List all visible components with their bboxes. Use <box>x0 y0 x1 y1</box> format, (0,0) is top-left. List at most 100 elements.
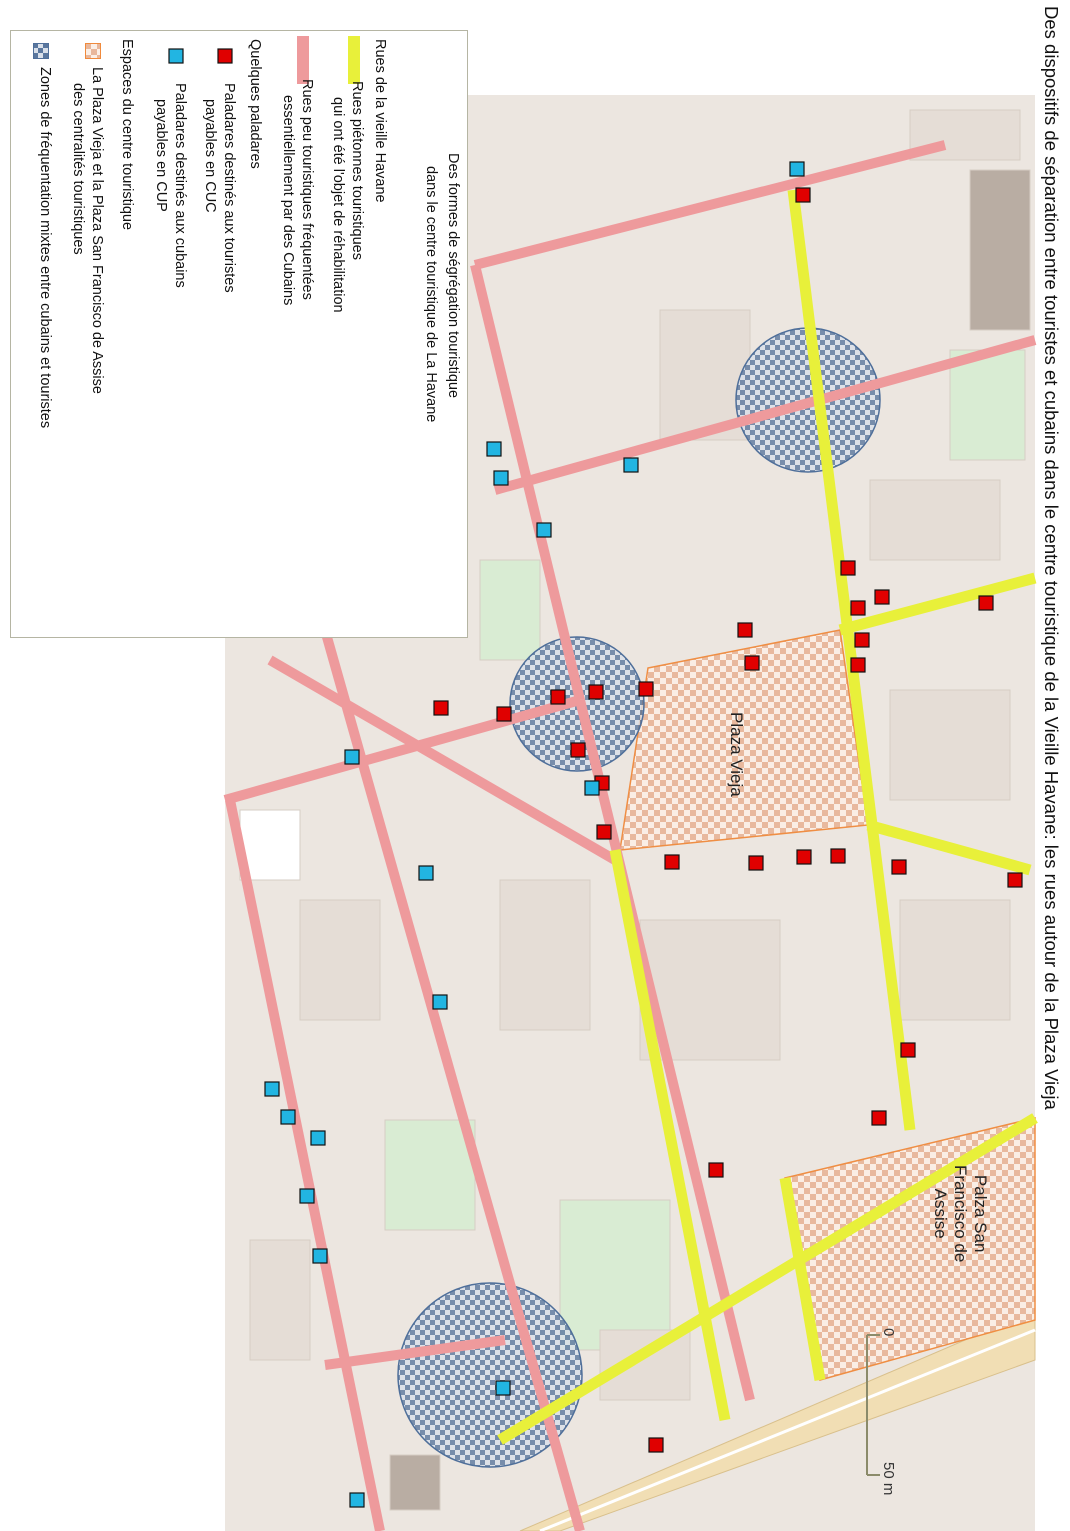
paladar-cup-marker-2 <box>493 470 509 486</box>
block <box>599 1329 691 1401</box>
paladar-cup-marker-1 <box>486 441 502 457</box>
paladar-cuc-marker-6 <box>850 657 866 673</box>
building-blocks <box>239 109 1031 1511</box>
paladar-cuc-marker-20 <box>830 848 846 864</box>
paladar-cuc-marker-14 <box>570 742 586 758</box>
paladar-cup-marker-12 <box>299 1188 315 1204</box>
legend-pedestrian-line-2: qui ont été l'objet de réhabilitation <box>330 97 346 313</box>
legend-cup-line-1: Paladares destinés aux cubains <box>172 83 188 288</box>
cuban-street-2 <box>493 335 1037 495</box>
paladar-cuc-marker-17 <box>664 854 680 870</box>
paladar-cup-marker-0 <box>789 161 805 177</box>
block <box>499 879 591 1031</box>
scale-start-label: 0 <box>880 1328 897 1337</box>
paladar-cuc-marker-25 <box>708 1162 724 1178</box>
paladar-cuc-marker-23 <box>900 1042 916 1058</box>
paladar-cup-marker-10 <box>280 1109 296 1125</box>
cuban-street-0 <box>473 140 947 270</box>
legend-cuban-street-line-2: essentiellement par des Cubains <box>280 95 296 306</box>
legend-cuban-street-swatch <box>297 36 309 84</box>
paladar-cup-marker-3 <box>623 457 639 473</box>
paladar-cup-marker-6 <box>584 780 600 796</box>
parking-block <box>239 809 301 881</box>
legend-mixed-icon <box>33 43 49 59</box>
paladar-cup-marker-11 <box>310 1130 326 1146</box>
block <box>249 1239 311 1361</box>
cuban-street-8 <box>324 1335 506 1370</box>
scale-end-label: 50 m <box>880 1462 897 1496</box>
paladar-cup-marker-8 <box>432 994 448 1010</box>
legend-cuc-line-2: payables en CUC <box>202 99 218 213</box>
park-block <box>384 1119 476 1231</box>
paladar-cuc-marker-21 <box>891 859 907 875</box>
legend-cup-icon <box>168 48 184 64</box>
legend-pedestrian-line-1: Rues piétonnes touristiques <box>349 81 365 260</box>
cathedral-block <box>969 169 1031 331</box>
paladar-cuc-marker-13 <box>433 700 449 716</box>
plaza-vieja-label: Plaza Vieja <box>727 712 746 797</box>
legend-plaza-icon <box>85 43 101 59</box>
park-block <box>559 1199 671 1351</box>
park-block <box>479 559 541 661</box>
legend-cuban-street-line-1: Rues peu touristiques fréquentées <box>299 79 315 300</box>
block <box>889 689 1011 801</box>
paladar-cup-marker-5 <box>344 749 360 765</box>
paladar-cuc-marker-19 <box>796 849 812 865</box>
paladar-cuc-marker-8 <box>744 655 760 671</box>
cuban-street-6 <box>320 628 585 1531</box>
cuban-street-7 <box>267 655 618 865</box>
legend-pedestrian-swatch <box>348 36 360 84</box>
legend: Des formes de ségrégation touristique da… <box>10 30 468 638</box>
paladar-cuc-marker-24 <box>871 1110 887 1126</box>
paladar-cup-marker-4 <box>536 522 552 538</box>
paladar-cup-marker-13 <box>312 1248 328 1264</box>
map-margin <box>1035 0 1070 1531</box>
paladar-cuc-marker-11 <box>550 689 566 705</box>
legend-cuc-line-1: Paladares destinés aux touristes <box>221 83 237 293</box>
legend-section-spaces: Espaces du centre touristique <box>119 39 135 231</box>
pedestrian-street-1 <box>838 572 1037 636</box>
legend-mixed-line-1: Zones de fréquentation mixtes entre cuba… <box>37 67 53 429</box>
legend-heading-line-1: Des formes de ségrégation touristique <box>445 153 461 399</box>
pedestrian-street-5 <box>779 1177 826 1381</box>
paladar-cuc-marker-10 <box>588 684 604 700</box>
legend-heading-line-2: dans le centre touristique de La Havane <box>423 166 439 423</box>
block <box>299 899 381 1021</box>
paladar-cuc-marker-3 <box>874 589 890 605</box>
cuban-street-5 <box>225 798 385 1531</box>
pedestrian-street-3 <box>609 848 731 1422</box>
pedestrian-street-2 <box>866 819 1032 876</box>
avenue-lane <box>539 1328 1036 1531</box>
paladar-cuc-marker-2 <box>850 600 866 616</box>
paladar-cuc-marker-22 <box>1007 872 1023 888</box>
cuban-street-4 <box>223 695 582 805</box>
scale-bar-ticks <box>867 1334 880 1476</box>
waterfront-avenue <box>519 1309 1036 1531</box>
map-title: Des dispositifs de séparation entre tour… <box>1041 6 1062 1110</box>
san-francisco-label: Palza San Francisco de Assise <box>931 1165 990 1263</box>
scale-bar <box>866 1334 880 1476</box>
paladar-cuc-marker-4 <box>978 595 994 611</box>
paladar-cup-marker-15 <box>349 1492 365 1508</box>
paladar-cup-marker-14 <box>495 1380 511 1396</box>
paladar-cuc-marker-18 <box>748 855 764 871</box>
paladar-cuc-marker-1 <box>840 560 856 576</box>
block <box>899 899 1011 1021</box>
paladar-cuc-marker-0 <box>795 187 811 203</box>
paladar-cup-marker-9 <box>264 1081 280 1097</box>
paladar-cuc-marker-9 <box>638 681 654 697</box>
legend-cup-line-2: payables en CUP <box>153 99 169 212</box>
paladar-cuc-marker-7 <box>737 622 753 638</box>
cuban-street-3 <box>575 698 755 1402</box>
pedestrian-street-4 <box>497 1113 1038 1445</box>
park-block <box>949 349 1026 461</box>
paladar-cuc-marker-26 <box>648 1437 664 1453</box>
paladar-cuc-marker-16 <box>596 824 612 840</box>
paladar-cuc-marker-5 <box>854 632 870 648</box>
paladar-cup-marker-7 <box>418 865 434 881</box>
church-block <box>389 1454 441 1511</box>
legend-cuc-icon <box>217 48 233 64</box>
paladar-cuc-marker-12 <box>496 706 512 722</box>
